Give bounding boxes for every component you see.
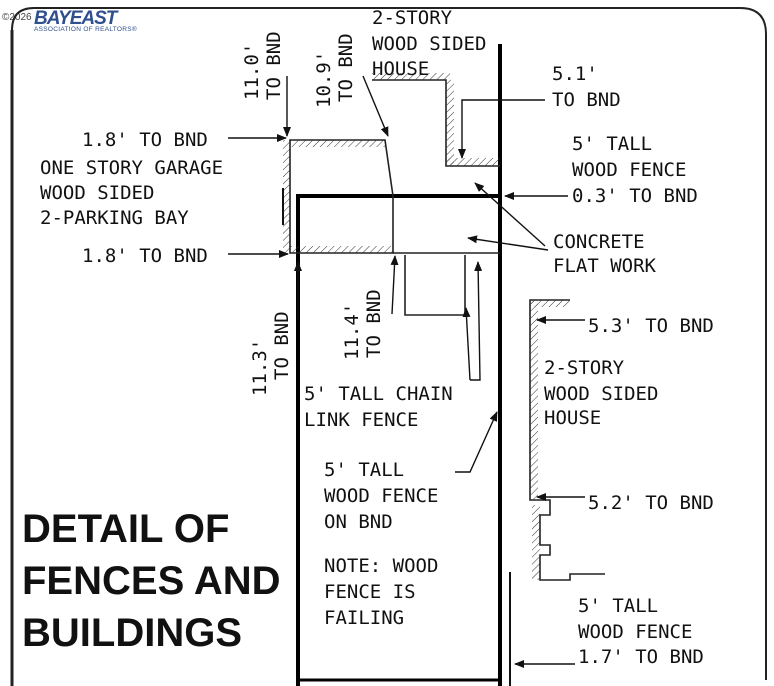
arrow-11-4 xyxy=(390,255,399,315)
label-concrete: CONCRETE FLAT WORK xyxy=(553,231,657,277)
watermark-logo: BAYEAST xyxy=(34,8,117,29)
label-11-0: 11.0' xyxy=(241,43,263,100)
chain-link-fence xyxy=(404,255,466,316)
label-1-7: 1.7' TO BND xyxy=(578,646,704,668)
label-11-0-bnd: TO BND xyxy=(263,31,285,100)
label-1-8-top: 1.8' TO BND xyxy=(82,129,208,151)
garage-hatch-left xyxy=(283,140,290,253)
garage-hatch-top xyxy=(290,140,385,147)
arrow-concrete-a xyxy=(474,182,546,247)
label-note: NOTE: WOOD FENCE IS FAILING xyxy=(324,555,450,629)
label-10-9: 10.9' xyxy=(313,51,335,108)
arrow-chain-link-b xyxy=(462,307,471,381)
arrow-5-1 xyxy=(458,99,545,159)
label-house-top: 2-STORY WOOD SIDED HOUSE xyxy=(372,7,498,80)
arrow-10-9 xyxy=(362,75,389,137)
label-11-3: 11.3' xyxy=(249,339,271,396)
arrow-wood-fence-bnd xyxy=(455,411,498,473)
label-5-3: 5.3' TO BND xyxy=(588,315,714,337)
label-11-4: 11.4' xyxy=(341,303,363,360)
watermark-subtitle: ASSOCIATION OF REALTORS® xyxy=(34,26,138,33)
arrow-chain-link xyxy=(470,261,483,381)
label-5-2: 5.2' TO BND xyxy=(588,492,714,514)
label-house-right: 2-STORY WOOD SIDED HOUSE xyxy=(544,357,670,429)
watermark-copyright: ©2026 xyxy=(2,12,32,23)
arrow-concrete-b xyxy=(467,235,549,251)
garage-hatch-bottom xyxy=(290,246,393,253)
label-wood-fence-bnd: 5' TALL WOOD FENCE ON BND xyxy=(324,459,450,533)
label-10-9-bnd: TO BND xyxy=(335,33,357,102)
label-chain-link: 5' TALL CHAIN LINK FENCE xyxy=(304,383,464,431)
label-garage: ONE STORY GARAGE WOOD SIDED 2-PARKING BA… xyxy=(40,157,234,229)
top-house-hatch-a xyxy=(372,73,450,80)
label-1-8-bottom: 1.8' TO BND xyxy=(82,245,208,267)
right-house-hatch-low xyxy=(532,505,540,580)
sheet-border xyxy=(11,7,767,680)
diagram-title: DETAIL OF FENCES AND BUILDINGS xyxy=(22,507,292,655)
right-house-hatch xyxy=(530,300,538,500)
right-house-outline xyxy=(529,299,605,581)
label-fence-bottom-right: 5' TALL WOOD FENCE xyxy=(578,595,692,643)
top-house-hatch-b xyxy=(446,80,454,166)
label-0-3: 0.3' TO BND xyxy=(572,185,698,207)
label-5-1: 5.1' TO BND xyxy=(552,63,621,111)
right-house-hatch-top xyxy=(530,300,570,307)
label-11-3-bnd: TO BND xyxy=(271,311,293,380)
label-11-4-bnd: TO BND xyxy=(363,289,385,358)
top-house-outline xyxy=(372,79,500,167)
top-house-hatch-c xyxy=(446,158,500,166)
label-fence-top-right: 5' TALL WOOD FENCE xyxy=(572,133,686,181)
